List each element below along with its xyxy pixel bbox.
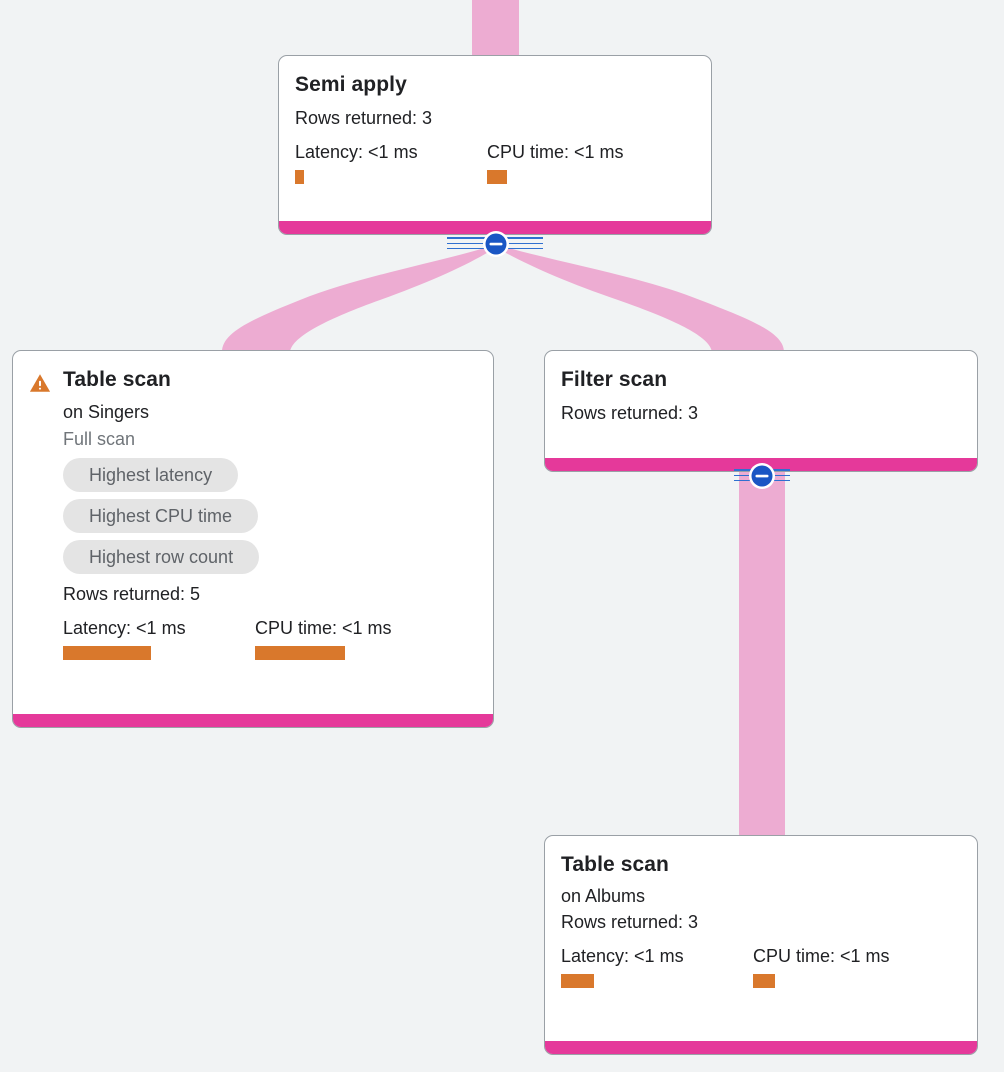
node-rows-returned: Rows returned: 5 — [63, 584, 201, 604]
toggle-semi-apply[interactable] — [482, 230, 510, 258]
metric-latency-label: Latency: <1 ms — [295, 142, 418, 162]
node-card-semi-apply[interactable]: Semi apply Rows returned: 3 Latency: <1 … — [278, 55, 712, 235]
edge-semi-apply-to-filter — [497, 245, 784, 352]
node-title: Table scan — [561, 853, 669, 876]
node-title-row: Semi apply — [295, 72, 695, 98]
node-rows-returned: Rows returned: 3 — [295, 108, 433, 128]
metric-latency: Latency: <1 ms — [63, 616, 255, 660]
node-subtitle: on Albums — [561, 886, 646, 906]
chip-highest-cpu-time[interactable]: Highest CPU time — [63, 499, 259, 533]
metric-cpu-bar — [753, 974, 775, 988]
node-chips: Highest latency Highest CPU time Highest… — [63, 458, 477, 574]
metric-cpu-label: CPU time: <1 ms — [487, 142, 624, 162]
minus-collapse-icon[interactable] — [482, 230, 510, 258]
metric-cpu: CPU time: <1 ms — [753, 944, 890, 988]
node-accent-bar — [279, 221, 711, 234]
node-title-row: Table scan — [29, 367, 477, 394]
node-rows-returned: Rows returned: 3 — [561, 912, 699, 932]
minus-collapse-icon[interactable] — [748, 462, 776, 490]
node-title-row: Filter scan — [561, 367, 961, 393]
metric-cpu-label: CPU time: <1 ms — [753, 946, 890, 966]
metric-cpu-label: CPU time: <1 ms — [255, 618, 392, 638]
node-body: Table scan on Albums Rows returned: 3 La… — [545, 836, 977, 1041]
toggle-filter-scan[interactable] — [748, 462, 776, 490]
edge-root-in — [472, 0, 519, 58]
node-title-row: Table scan — [561, 852, 961, 878]
edge-semi-apply-to-singers — [222, 245, 495, 352]
metric-latency: Latency: <1 ms — [295, 140, 487, 184]
node-card-filter-scan[interactable]: Filter scan Rows returned: 3 — [544, 350, 978, 472]
node-detail: Full scan — [63, 429, 136, 449]
metric-latency-label: Latency: <1 ms — [561, 946, 684, 966]
node-details: on Singers Full scan Highest latency Hig… — [29, 399, 477, 660]
warning-triangle-icon — [29, 374, 51, 392]
node-card-table-scan-singers[interactable]: Table scan on Singers Full scan Highest … — [12, 350, 494, 728]
node-subtitle: on Singers — [63, 402, 150, 422]
node-title: Table scan — [63, 368, 171, 391]
node-card-table-scan-albums[interactable]: Table scan on Albums Rows returned: 3 La… — [544, 835, 978, 1055]
node-body: Semi apply Rows returned: 3 Latency: <1 … — [279, 56, 711, 221]
metric-latency-label: Latency: <1 ms — [63, 618, 186, 638]
metric-latency-bar — [63, 646, 151, 660]
metric-latency-bar — [561, 974, 594, 988]
metric-cpu: CPU time: <1 ms — [255, 616, 392, 660]
chip-highest-latency[interactable]: Highest latency — [63, 458, 239, 492]
node-accent-bar — [545, 1041, 977, 1054]
node-metrics: Latency: <1 ms CPU time: <1 ms — [561, 944, 961, 988]
metric-cpu-bar — [255, 646, 345, 660]
node-accent-bar — [13, 714, 493, 727]
edge-filter-to-albums — [739, 472, 785, 840]
node-metrics: Latency: <1 ms CPU time: <1 ms — [295, 140, 695, 184]
node-body: Filter scan Rows returned: 3 — [545, 351, 977, 458]
node-title: Semi apply — [295, 73, 407, 96]
node-rows-returned: Rows returned: 3 — [561, 403, 699, 423]
chip-highest-row-count[interactable]: Highest row count — [63, 540, 260, 574]
metric-cpu: CPU time: <1 ms — [487, 140, 624, 184]
node-body: Table scan on Singers Full scan Highest … — [13, 351, 493, 714]
metric-cpu-bar — [487, 170, 507, 184]
node-metrics: Latency: <1 ms CPU time: <1 ms — [63, 616, 477, 660]
node-title: Filter scan — [561, 368, 668, 391]
metric-latency: Latency: <1 ms — [561, 944, 753, 988]
metric-latency-bar — [295, 170, 304, 184]
